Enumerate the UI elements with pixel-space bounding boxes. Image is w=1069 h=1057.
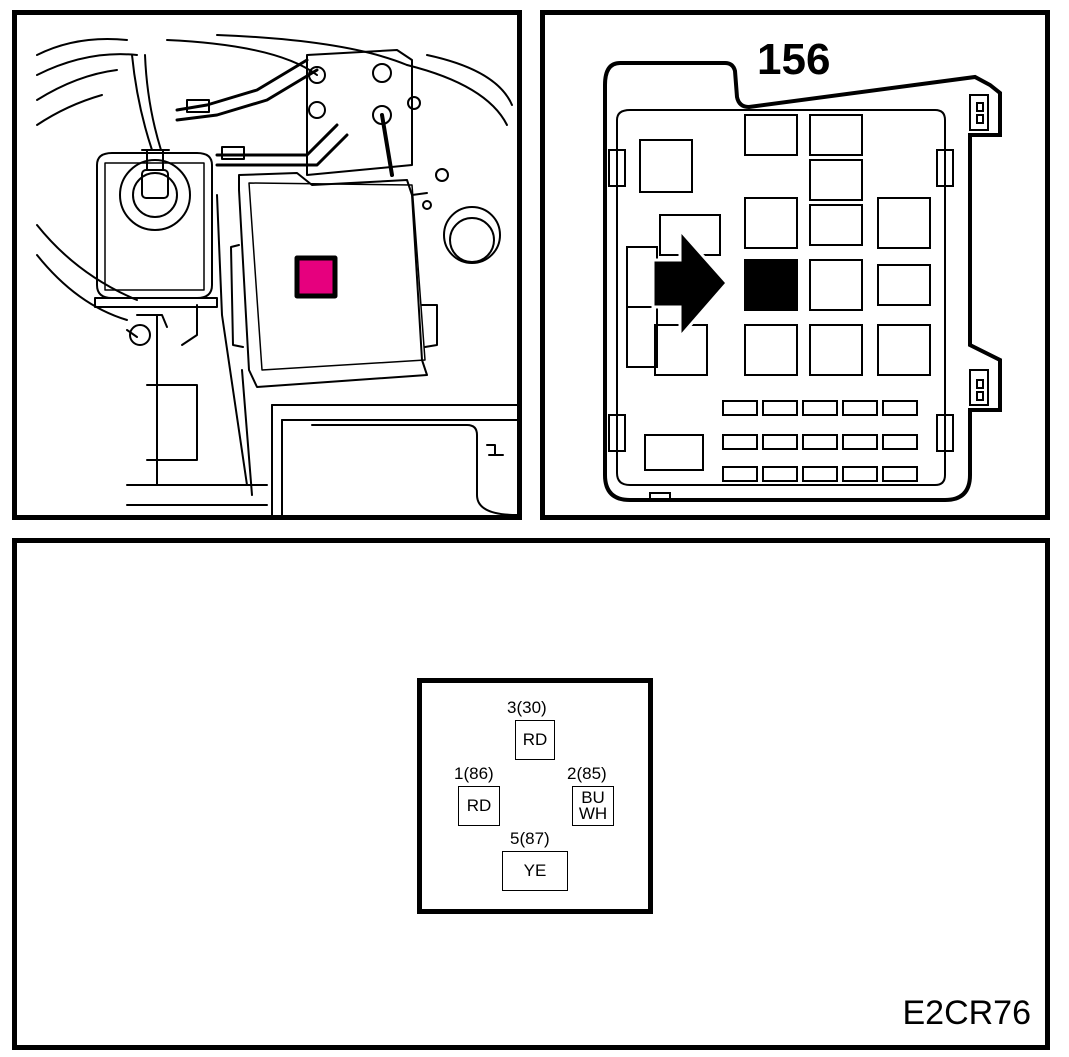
pin-30-wire-color: RD <box>522 730 548 749</box>
fuse-box-number: 156 <box>757 35 831 84</box>
pin-87-wire-color: YE <box>523 861 547 880</box>
relay-location-highlight <box>294 255 338 299</box>
relay-base-outline: 3(30) RD 1(86) RD 2(85) BU WH 5(87) YE <box>417 678 653 914</box>
pin-number-85: 2(85) <box>567 764 607 783</box>
connector-panel: 3(30) RD 1(86) RD 2(85) BU WH 5(87) YE E… <box>12 538 1050 1050</box>
pin-85-wire-color-1: BU <box>581 788 605 807</box>
pin-number-86: 1(86) <box>454 764 494 783</box>
pin-85-terminal: BU WH <box>572 786 614 826</box>
pin-85-wire-color-2: WH <box>578 804 608 823</box>
pin-30-terminal: RD <box>515 720 555 760</box>
pin-number-30: 3(30) <box>507 698 547 717</box>
fuse-box-panel: 156 <box>540 10 1050 520</box>
engine-bay-panel <box>12 10 522 520</box>
reference-code: E2CR76 <box>902 994 1031 1032</box>
pin-86-wire-color: RD <box>466 796 492 815</box>
pin-86-terminal: RD <box>458 786 500 826</box>
fuse-box-layout <box>603 61 1002 502</box>
arrow-right-icon <box>651 226 729 342</box>
pin-number-87: 5(87) <box>510 829 550 848</box>
pin-87-terminal: YE <box>502 851 568 891</box>
target-relay-slot <box>744 259 798 311</box>
engine-bay-illustration <box>36 34 517 515</box>
